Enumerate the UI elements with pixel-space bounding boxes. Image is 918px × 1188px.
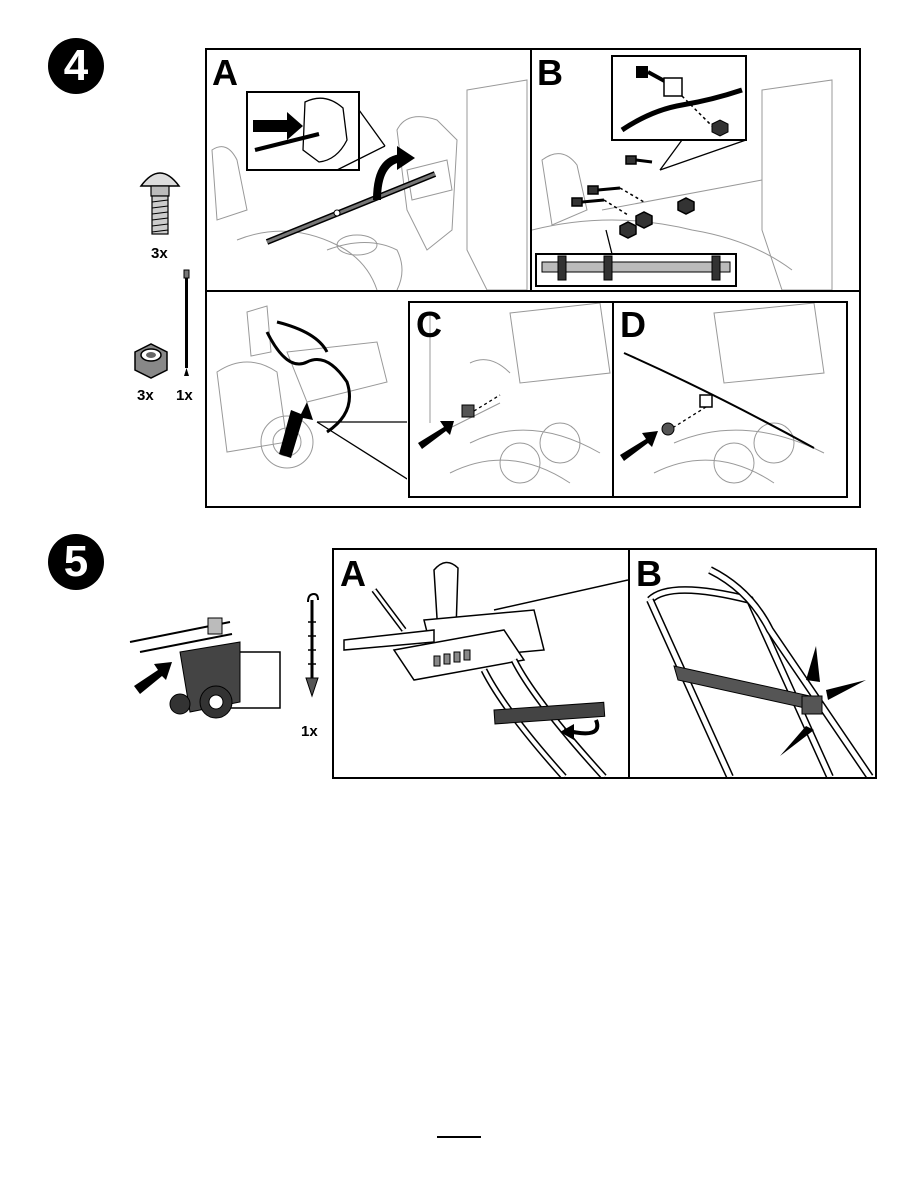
panel-5a-letter: A: [340, 556, 366, 592]
step-4-number: 4: [64, 41, 88, 91]
panel-5b-illustration: [630, 550, 875, 777]
panel-4c: C: [410, 303, 612, 496]
panel-5b: B: [630, 550, 875, 777]
snowblower-overview: [120, 612, 290, 724]
step-5-number: 5: [64, 537, 88, 587]
cable-tie-part: [180, 268, 194, 378]
cable-guide-part: [302, 592, 322, 702]
carriage-bolt-qty: 3x: [151, 245, 168, 262]
panel-4b-letter: B: [537, 55, 563, 91]
panel-4d: D: [614, 303, 846, 496]
carriage-bolt-icon: [135, 160, 185, 240]
cable-tie-qty: 1x: [176, 387, 193, 404]
panel-4a-letter: A: [212, 55, 238, 91]
step-4-badge: 4: [48, 38, 104, 94]
panel-4-overview-illustration: [207, 292, 407, 506]
panel-4a: A: [207, 50, 530, 290]
cable-guide-icon: [302, 592, 322, 702]
panel-5b-letter: B: [636, 556, 662, 592]
panel-4b-illustration: [532, 50, 859, 290]
carriage-bolt-part: [135, 160, 185, 240]
panel-4-overview: [207, 292, 407, 506]
step-5-badge: 5: [48, 534, 104, 590]
panel-4d-illustration: [614, 303, 846, 496]
cable-guide-qty: 1x: [301, 723, 318, 740]
cable-tie-icon: [180, 268, 194, 378]
panel-5a-illustration: [334, 550, 628, 777]
panel-4a-illustration: [207, 50, 530, 290]
panel-5a: A: [334, 550, 628, 777]
panel-4b: B: [532, 50, 859, 290]
lock-nut-part: [129, 342, 173, 382]
footer-rule: [437, 1136, 481, 1138]
panel-4c-letter: C: [416, 307, 442, 343]
panel-4d-letter: D: [620, 307, 646, 343]
snowblower-illustration: [120, 612, 290, 724]
lock-nut-icon: [129, 342, 173, 382]
lock-nut-qty: 3x: [137, 387, 154, 404]
